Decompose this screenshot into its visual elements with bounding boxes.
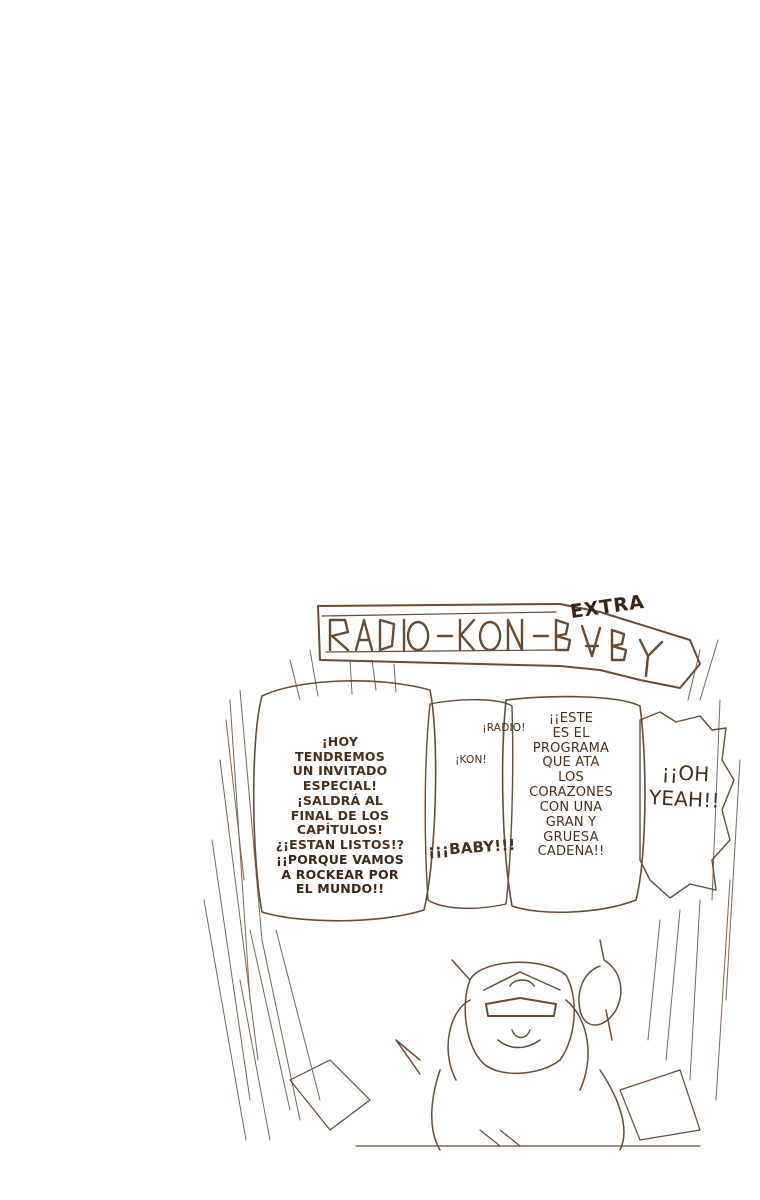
title-banner	[317, 603, 701, 689]
kon-shout: ¡KON!	[455, 754, 487, 766]
speed-lines-right	[647, 639, 741, 1101]
bubble-left-outline	[252, 680, 437, 922]
bottom-scene	[289, 1059, 701, 1147]
bubble-left-line1: ¡HOY TENDREMOS UN INVITADO ESPECIAL! ¡SA…	[275, 733, 405, 852]
radio-shout: ¡RADIO!	[482, 722, 526, 734]
speed-lines-left	[203, 649, 397, 1141]
character-drawing	[395, 939, 625, 1151]
bubble-center-outline	[424, 699, 514, 910]
bubble-left-line2: ¡¡PORQUE VAMOS A ROCKEAR POR EL MUNDO!!	[276, 851, 404, 897]
bubble-middle-outline	[501, 695, 646, 914]
bubble-right-text: ¡¡OH YEAH!!	[648, 759, 721, 813]
bubble-middle-text: ¡¡ESTE ES EL PROGRAMA QUE ATA LOS CORAZO…	[529, 711, 613, 860]
bubble-left-text: ¡HOY TENDREMOS UN INVITADO ESPECIAL! ¡SA…	[270, 720, 410, 897]
bubble-right-outline	[639, 711, 735, 899]
